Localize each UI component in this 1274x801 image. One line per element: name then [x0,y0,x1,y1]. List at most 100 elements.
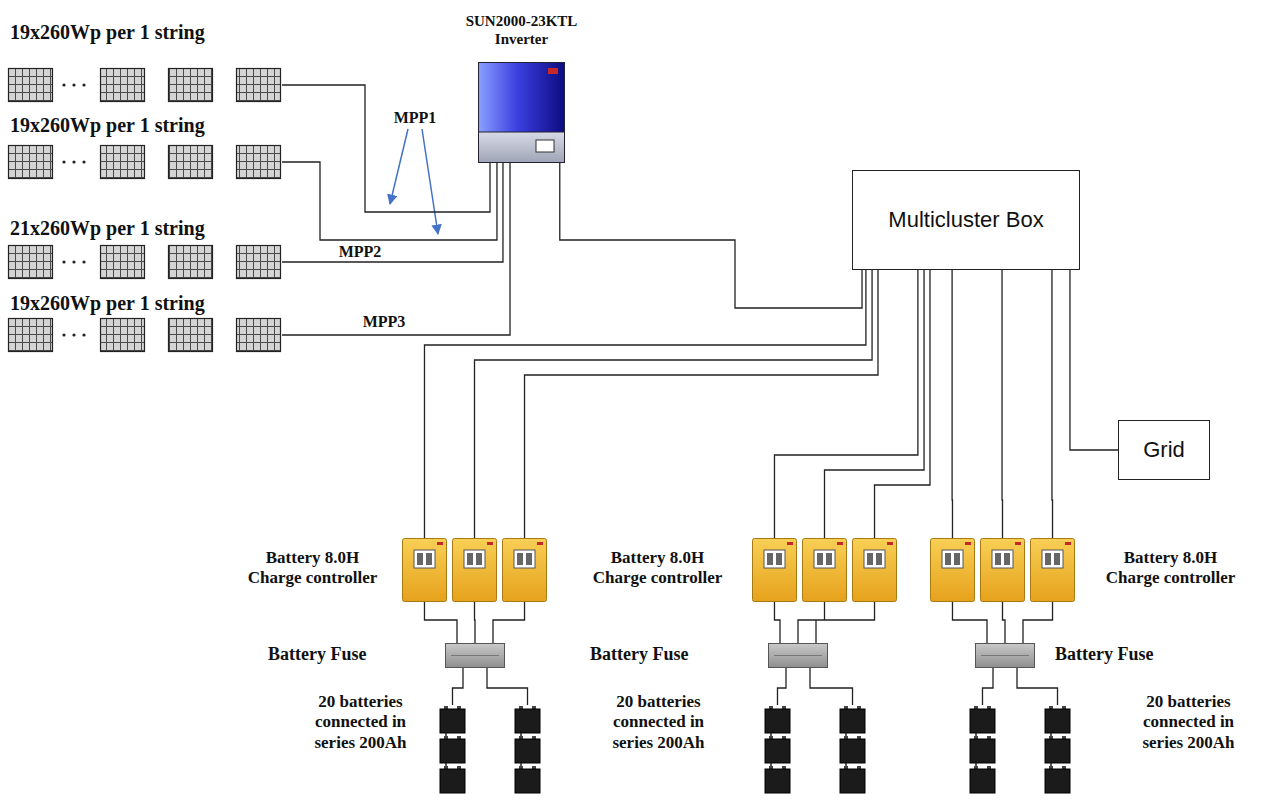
process-box: Multicluster Box [852,170,1080,270]
battery-bank-label: 20 batteries connected in series 200Ah [312,692,409,753]
illustration [768,643,828,668]
battery-cell [970,709,995,733]
pv-string: 19x260Wp per 1 string [8,318,282,352]
battery-bank-label: 20 batteries connected in series 200Ah [1140,692,1237,753]
brand-logo [487,542,493,545]
brand-logo [437,542,443,545]
battery-cell [440,769,465,793]
battery-cell [1045,769,1070,793]
pv-panel [237,246,281,279]
battery-cell [440,709,465,733]
battery-cell [970,739,995,763]
controller-panel [464,550,485,568]
pointer-arrow [390,129,408,204]
controller-display [526,553,532,565]
fuse-body [769,644,828,668]
illustration [975,643,1035,668]
inverter-body [479,63,565,133]
pv-string: 21x260Wp per 1 string [8,245,282,279]
fuse-line [981,655,1029,656]
battery-link [770,763,772,766]
charge-controller [931,539,975,602]
ellipsis-dot [62,160,65,163]
battery-cell [1045,739,1070,763]
battery-cell [1045,709,1070,733]
power-wire [777,668,852,705]
power-wire [282,163,510,335]
controller-display [767,553,773,565]
illustration [930,538,1075,602]
power-wire [1070,270,1118,450]
charge-controller [403,539,447,602]
mpp-label: MPP3 [361,314,408,330]
controller-display [817,553,823,565]
fuse-line [774,655,822,656]
controller-display [476,553,482,565]
battery-bank: 20 batteries connected in series 200Ah [965,705,1075,795]
brand-logo [787,542,793,545]
battery-link [770,733,772,736]
illustration [760,705,870,795]
brand-logo [548,68,558,74]
battery-fuse-label: Battery Fuse [268,644,366,666]
connector-group [282,85,1118,705]
mpp-label: MPP2 [337,244,384,260]
battery-bank: 20 batteries connected in series 200Ah [760,705,870,795]
power-wire [452,668,527,705]
battery-cell [840,709,865,733]
illustration [752,538,897,602]
controller-display [417,553,423,565]
charge-controller [753,539,797,602]
charge-controller [1031,539,1075,602]
inverter-box: SUN2000-23KTL Inverter [478,62,565,163]
pv-panel [9,246,53,279]
controller-case [453,539,497,602]
ellipsis-dot [72,260,75,263]
battery-cell [515,769,540,793]
battery-link [975,763,977,766]
ellipsis-dot [82,83,85,86]
controller-case [853,539,897,602]
pv-string-label: 19x260Wp per 1 string [10,20,205,44]
power-wire [952,270,1052,538]
controller-display [517,553,523,565]
ellipsis-dot [72,160,75,163]
ellipsis-dot [62,83,65,86]
battery-cell [765,739,790,763]
ellipsis-dot [82,160,85,163]
battery-link [520,763,522,766]
pv-panel [237,319,281,352]
battery-link [975,733,977,736]
controller-case [803,539,847,602]
pv-panel [237,146,281,179]
charge-controller-group-label: Battery 8.0H Charge controller [240,548,385,589]
pv-string: 19x260Wp per 1 string [8,68,282,102]
power-wire [282,85,490,212]
brand-logo [1015,542,1021,545]
power-wire [560,163,862,308]
battery-link [1050,763,1052,766]
pv-panel [9,69,53,102]
pv-panel [9,319,53,352]
controller-case [503,539,547,602]
pv-panel [169,319,213,352]
illustration [402,538,547,602]
battery-cell [765,769,790,793]
charge-controller [453,539,497,602]
illustration [965,705,1075,795]
power-wire [774,602,874,643]
pv-panel [237,69,281,102]
ellipsis-dot [72,333,75,336]
pv-string: 19x260Wp per 1 string [8,145,282,179]
ellipsis-dot [72,83,75,86]
pointer-arrow [422,129,438,234]
controller-display [995,553,1001,565]
controller-panel [864,550,885,568]
pv-panel [101,319,145,352]
battery-fuse-label: Battery Fuse [1055,644,1153,666]
controller-display [1054,553,1060,565]
battery-cell [970,769,995,793]
charge-controller-group-label: Battery 8.0H Charge controller [585,548,730,589]
process-box-label: Grid [1143,437,1185,463]
battery-cell [515,739,540,763]
